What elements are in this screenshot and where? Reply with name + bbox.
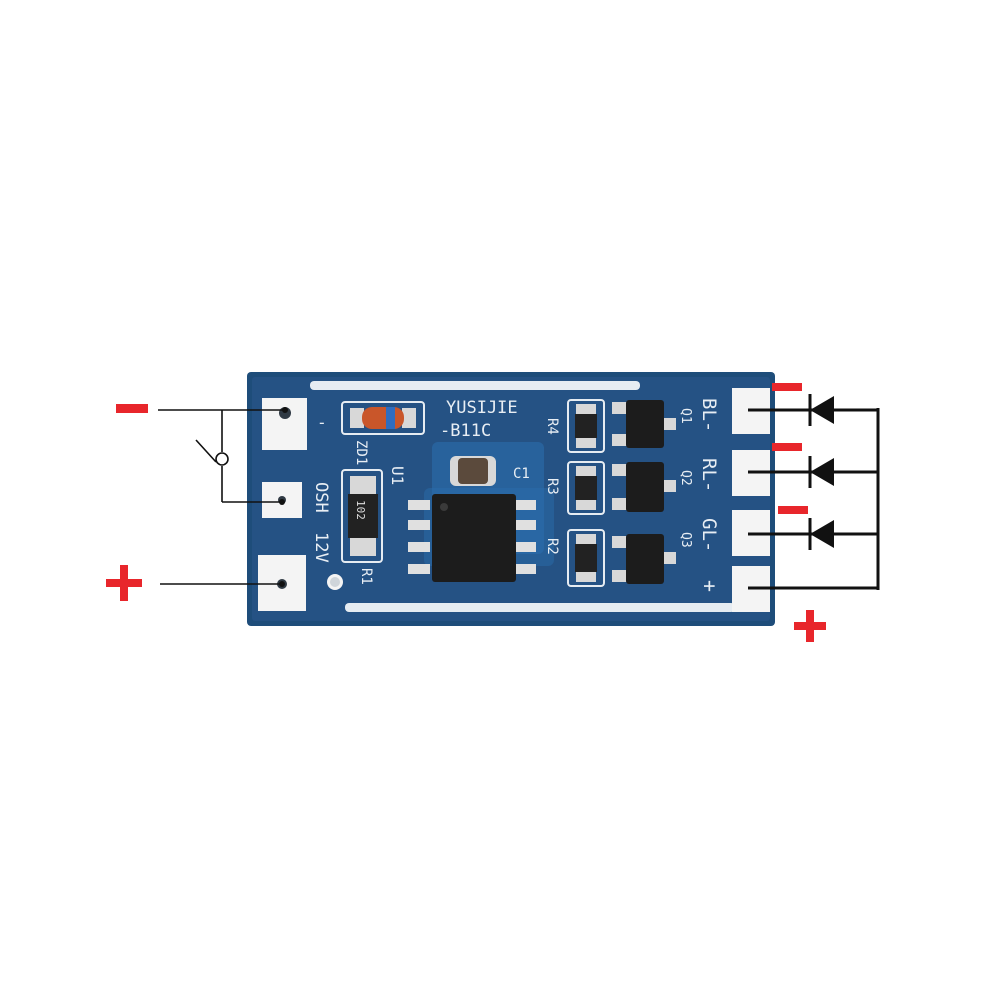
resistor-r4 [567,399,605,453]
board-name-line1: YUSIJIE [446,398,518,418]
silk-rl: RL- [698,458,720,492]
switch-wiring [158,409,285,585]
r1-code: 102 [354,500,367,520]
plus-mark-input [106,565,142,601]
silk-q2: Q2 [678,470,693,486]
board-name-line2: -B11C [440,421,491,441]
pcb-board: - OSH 12V ZD1 YUSIJIE -B11C U1 102 R1 [247,372,775,626]
capacitor-c1 [450,456,496,486]
silk-bl: BL- [698,398,720,432]
silk-r4: R4 [544,418,560,435]
transistor-q1 [612,400,676,448]
resistor-r1: 102 [341,469,383,563]
silk-bar-top [310,381,640,390]
silk-r2: R2 [544,538,560,555]
resistor-r2 [567,529,605,587]
plus-mark-output [794,610,826,642]
silk-gl: GL- [698,518,720,552]
silk-12v: 12V [311,532,331,563]
resistor-r3 [567,461,605,515]
minus-mark-gl [778,506,808,514]
silk-bar-bottom [345,603,735,612]
led-diode-bl [808,394,834,426]
ic-u1 [408,494,536,582]
zener-diode [341,401,425,435]
transistor-q3 [612,534,676,584]
silk-osh: OSH [311,482,331,513]
silk-q1: Q1 [678,408,693,424]
minus-mark-bl [772,383,802,391]
minus-mark-input [116,404,148,413]
polarity-marks [106,383,826,642]
pad-minus [262,398,307,450]
silk-plus: + [698,580,722,592]
led-diode-rl [808,456,834,488]
silk-r3: R3 [544,478,560,495]
silk-c1: C1 [513,466,530,482]
switch-pivot [215,452,229,466]
silk-zd1: ZD1 [353,440,369,465]
silk-q3: Q3 [678,532,693,548]
silk-left-minus: - [317,413,327,432]
silk-u1: U1 [388,466,407,485]
transistor-q2 [612,462,676,512]
led-diode-gl [808,518,834,550]
minus-mark-rl [772,443,802,451]
silk-r1: R1 [358,568,374,585]
